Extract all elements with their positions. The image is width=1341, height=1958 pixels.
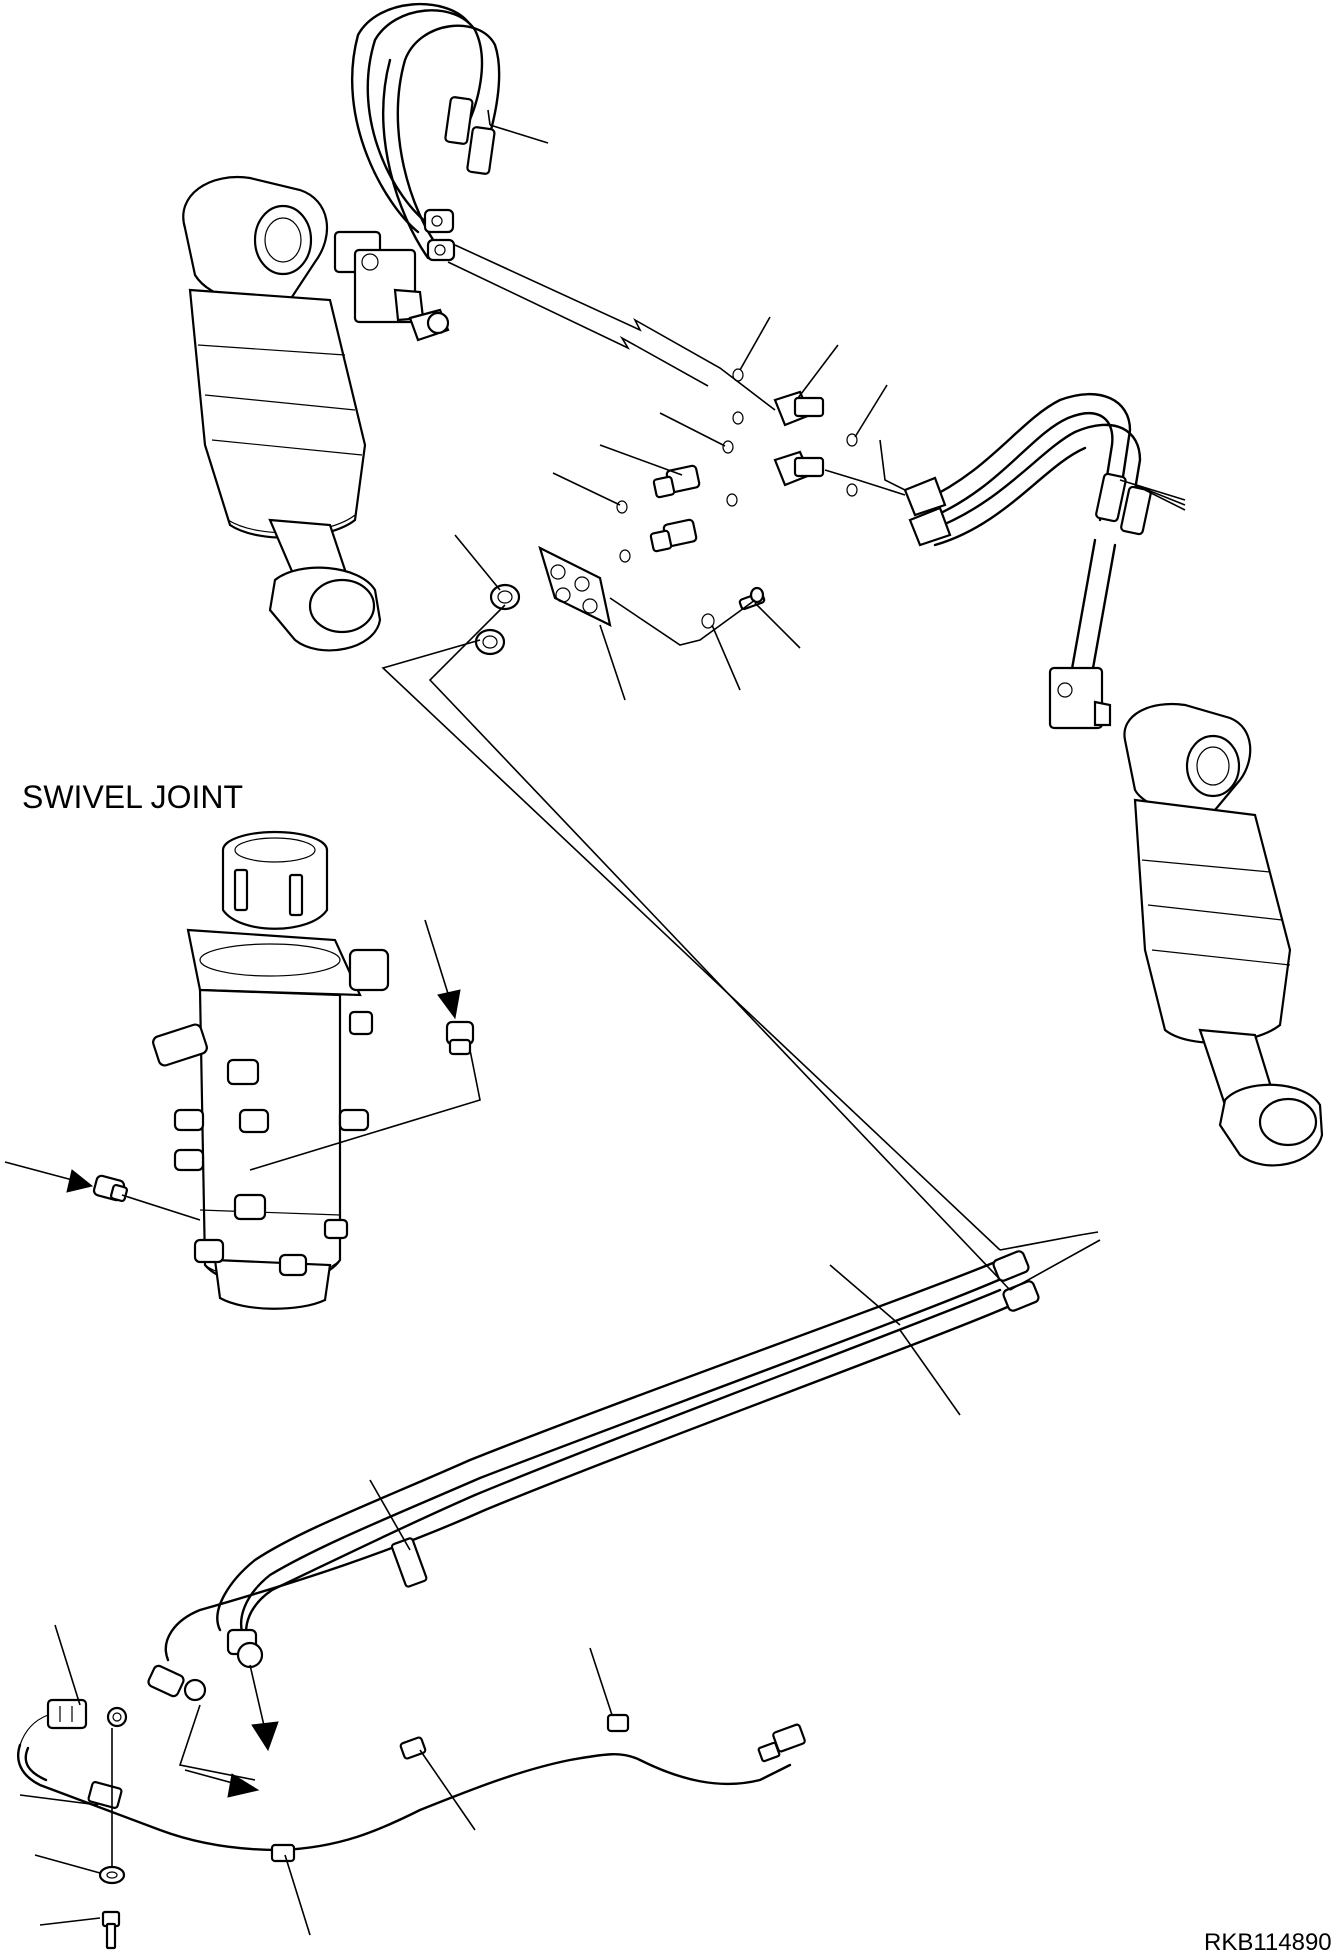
right-hose-pair	[903, 392, 1152, 687]
swivel-joint	[92, 830, 475, 1310]
top-hose-loop	[350, 2, 501, 262]
swivel-joint-label: SWIVEL JOINT	[22, 779, 243, 815]
drawing-code: RKB114890	[1204, 1929, 1332, 1956]
direction-arrows	[4, 919, 461, 1798]
right-cylinder	[1048, 666, 1324, 1167]
long-hose-pair	[147, 1250, 1040, 1702]
leader-lines	[19, 109, 1186, 1936]
manifold-fittings	[474, 368, 858, 656]
wire-harness	[17, 1698, 806, 1950]
left-cylinder	[182, 175, 450, 652]
